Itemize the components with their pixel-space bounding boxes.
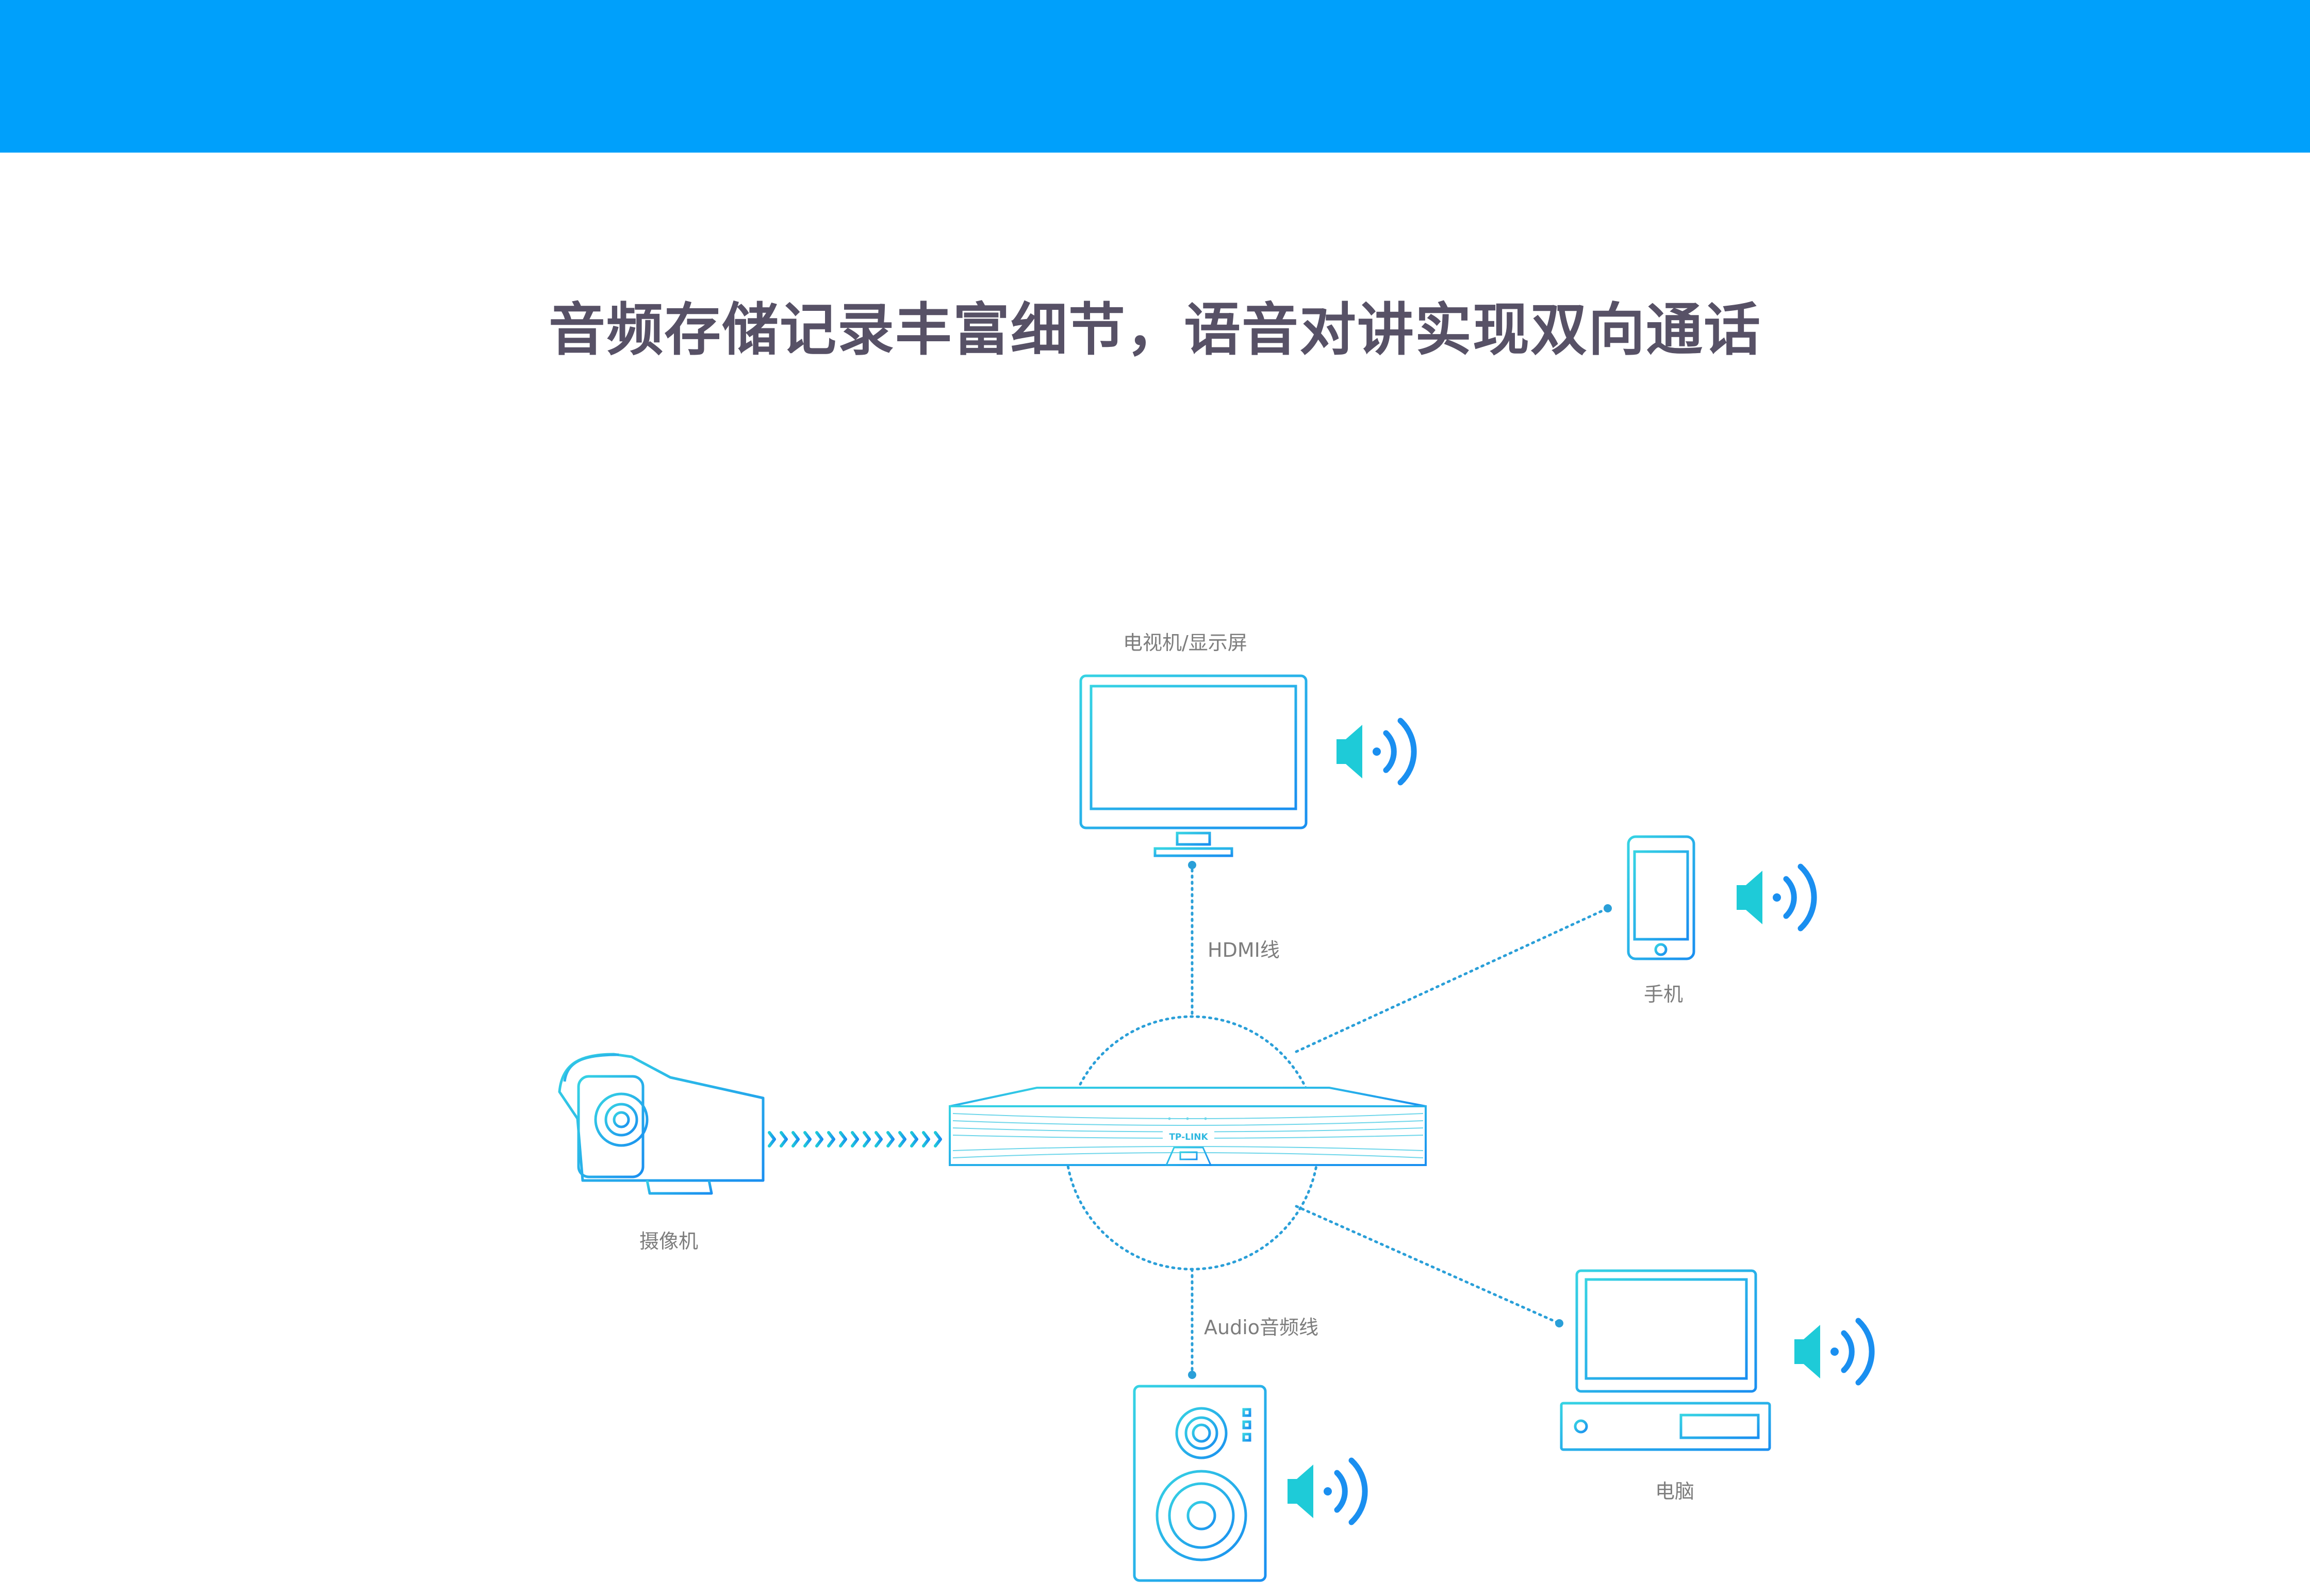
speaker-volume-icon xyxy=(1336,721,1414,783)
nvr-recorder-icon: TP-LINK xyxy=(949,1087,1427,1166)
pc-line xyxy=(1295,1205,1561,1325)
camera-label: 摄像机 xyxy=(639,1230,699,1253)
loudspeaker-icon xyxy=(1133,1385,1267,1582)
phone-icon xyxy=(1627,835,1695,960)
signal-arrows-icon xyxy=(768,1131,942,1148)
pc-label: 电脑 xyxy=(1655,1480,1695,1503)
top-banner xyxy=(0,0,2310,153)
speaker-volume-icon xyxy=(1288,1460,1365,1522)
nvr-brand-logo: TP-LINK xyxy=(1169,1132,1208,1142)
phone-label: 手机 xyxy=(1644,983,1684,1006)
connector-lines xyxy=(1191,862,1609,1376)
sound-wave-icon xyxy=(448,1093,540,1175)
camera-icon xyxy=(558,1053,765,1195)
speaker-volume-icon xyxy=(1737,867,1814,928)
speaker-volume-icon xyxy=(1794,1321,1872,1383)
audio-cable-label: Audio音频线 xyxy=(1204,1316,1319,1339)
page-title: 音频存储记录丰富细节，语音对讲实现双向通话 xyxy=(549,297,1761,363)
tv-label: 电视机/显示屏 xyxy=(1123,631,1247,654)
tv-monitor-icon xyxy=(1079,674,1308,857)
phone-line xyxy=(1295,907,1609,1053)
pc-icon xyxy=(1560,1269,1771,1451)
hdmi-label: HDMI线 xyxy=(1208,939,1280,961)
